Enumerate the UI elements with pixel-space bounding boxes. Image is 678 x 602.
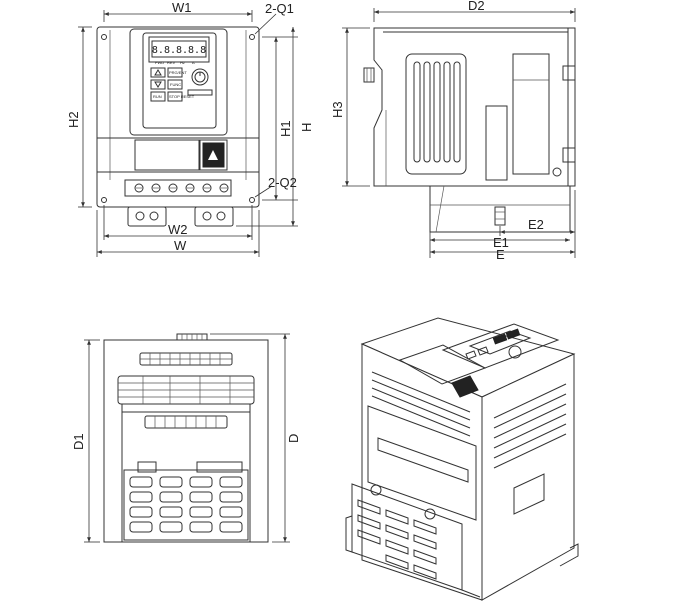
indicator-rev: REV	[167, 60, 176, 65]
iso-terminal-slots	[357, 499, 437, 580]
iso-display	[468, 330, 532, 355]
led-display-frame	[148, 36, 210, 63]
ground-icon	[552, 167, 562, 177]
top-terminal-grille	[123, 469, 249, 541]
isometric-view	[345, 317, 579, 601]
foot-left	[127, 206, 167, 227]
side-screw	[494, 206, 506, 226]
down-arrow-icon	[154, 81, 162, 88]
terminal-grille-slots	[129, 476, 243, 533]
q2-leader	[254, 185, 273, 198]
prg-button[interactable]	[167, 67, 183, 78]
h1-label: H1	[278, 120, 293, 137]
display-digits: 8.8.8.8.8	[152, 45, 206, 56]
foot-right	[194, 206, 234, 227]
side-rib-lower	[562, 147, 576, 163]
iso-front-panel	[367, 405, 477, 521]
stop-button[interactable]	[167, 91, 183, 102]
func-label: FUNC	[170, 82, 181, 87]
iso-side-label	[513, 473, 545, 515]
top-housing	[103, 339, 269, 543]
indicator-a: A	[192, 60, 195, 65]
d2-label: D2	[468, 0, 485, 13]
h2-label: H2	[66, 111, 81, 128]
warning-icon	[208, 150, 218, 160]
top-view: D1 D	[71, 333, 301, 543]
iso-screw-left	[370, 484, 382, 496]
d1-label: D1	[71, 433, 86, 450]
iso-front-louvres	[371, 371, 471, 437]
vent-slots	[413, 61, 461, 163]
side-label-left	[485, 105, 508, 181]
mount-hole-bottom-left	[101, 197, 107, 203]
func-button[interactable]	[167, 79, 183, 90]
iso-keypad	[441, 323, 560, 369]
warning-label	[199, 139, 228, 171]
q2-label: 2-Q2	[268, 175, 297, 190]
w2-label: W2	[168, 222, 188, 237]
run-label: RUN	[153, 94, 162, 99]
top-bracket-right	[196, 461, 243, 473]
iso-front-slot	[377, 437, 469, 483]
indicator-hz: Hz	[180, 60, 185, 65]
mount-hole-top-left	[101, 34, 107, 40]
e2-label: E2	[528, 217, 544, 232]
side-rib-upper	[562, 65, 576, 81]
terminal-screws	[134, 183, 229, 193]
side-knob	[363, 67, 375, 83]
front-housing	[96, 26, 260, 208]
iso-base-right	[461, 543, 579, 598]
q1-label: 2-Q1	[265, 1, 294, 16]
iso-base-plate	[345, 515, 353, 553]
down-button[interactable]	[150, 79, 166, 90]
iso-knob	[508, 345, 522, 359]
iso-warning-label	[451, 375, 479, 398]
e1-label: E1	[493, 235, 509, 250]
mount-hole-bottom-right	[249, 197, 255, 203]
terminal-window	[134, 139, 200, 171]
iso-right-face	[481, 353, 575, 601]
prg-label: PRG/ENT	[169, 70, 187, 75]
iso-right-vents	[493, 383, 567, 469]
run-button[interactable]	[150, 91, 166, 102]
top-bracket-left	[137, 461, 157, 473]
indicator-fwd: FWD	[155, 60, 164, 65]
led-display	[151, 40, 207, 58]
side-view: D2 H3 E2 E1 E	[330, 0, 576, 262]
side-housing	[373, 27, 569, 187]
front-view: 8.8.8.8.8 FWD REV Hz A PRG/ENT FUNC RUN …	[66, 0, 314, 257]
top-inner-frame	[121, 404, 251, 542]
knob-scale	[187, 89, 213, 96]
e-label: E	[496, 247, 505, 262]
w1-label: W1	[172, 0, 192, 15]
stop-label: STOP RESET	[169, 94, 195, 99]
keypad-panel	[129, 28, 228, 136]
d-label: D	[286, 434, 301, 443]
speed-knob[interactable]	[191, 68, 209, 86]
w-label: W	[174, 238, 187, 253]
h3-label: H3	[330, 101, 345, 118]
side-vent-grille	[405, 53, 467, 175]
iso-screw-right	[424, 508, 436, 520]
keypad-face	[142, 32, 217, 129]
power-terminal-block	[124, 179, 232, 197]
side-label-right	[512, 53, 550, 175]
up-button[interactable]	[150, 67, 166, 78]
iso-lower-top	[398, 344, 487, 385]
up-arrow-icon	[154, 69, 162, 76]
mount-hole-top-right	[249, 34, 255, 40]
q1-leader	[254, 13, 277, 35]
h-label: H	[299, 123, 314, 132]
